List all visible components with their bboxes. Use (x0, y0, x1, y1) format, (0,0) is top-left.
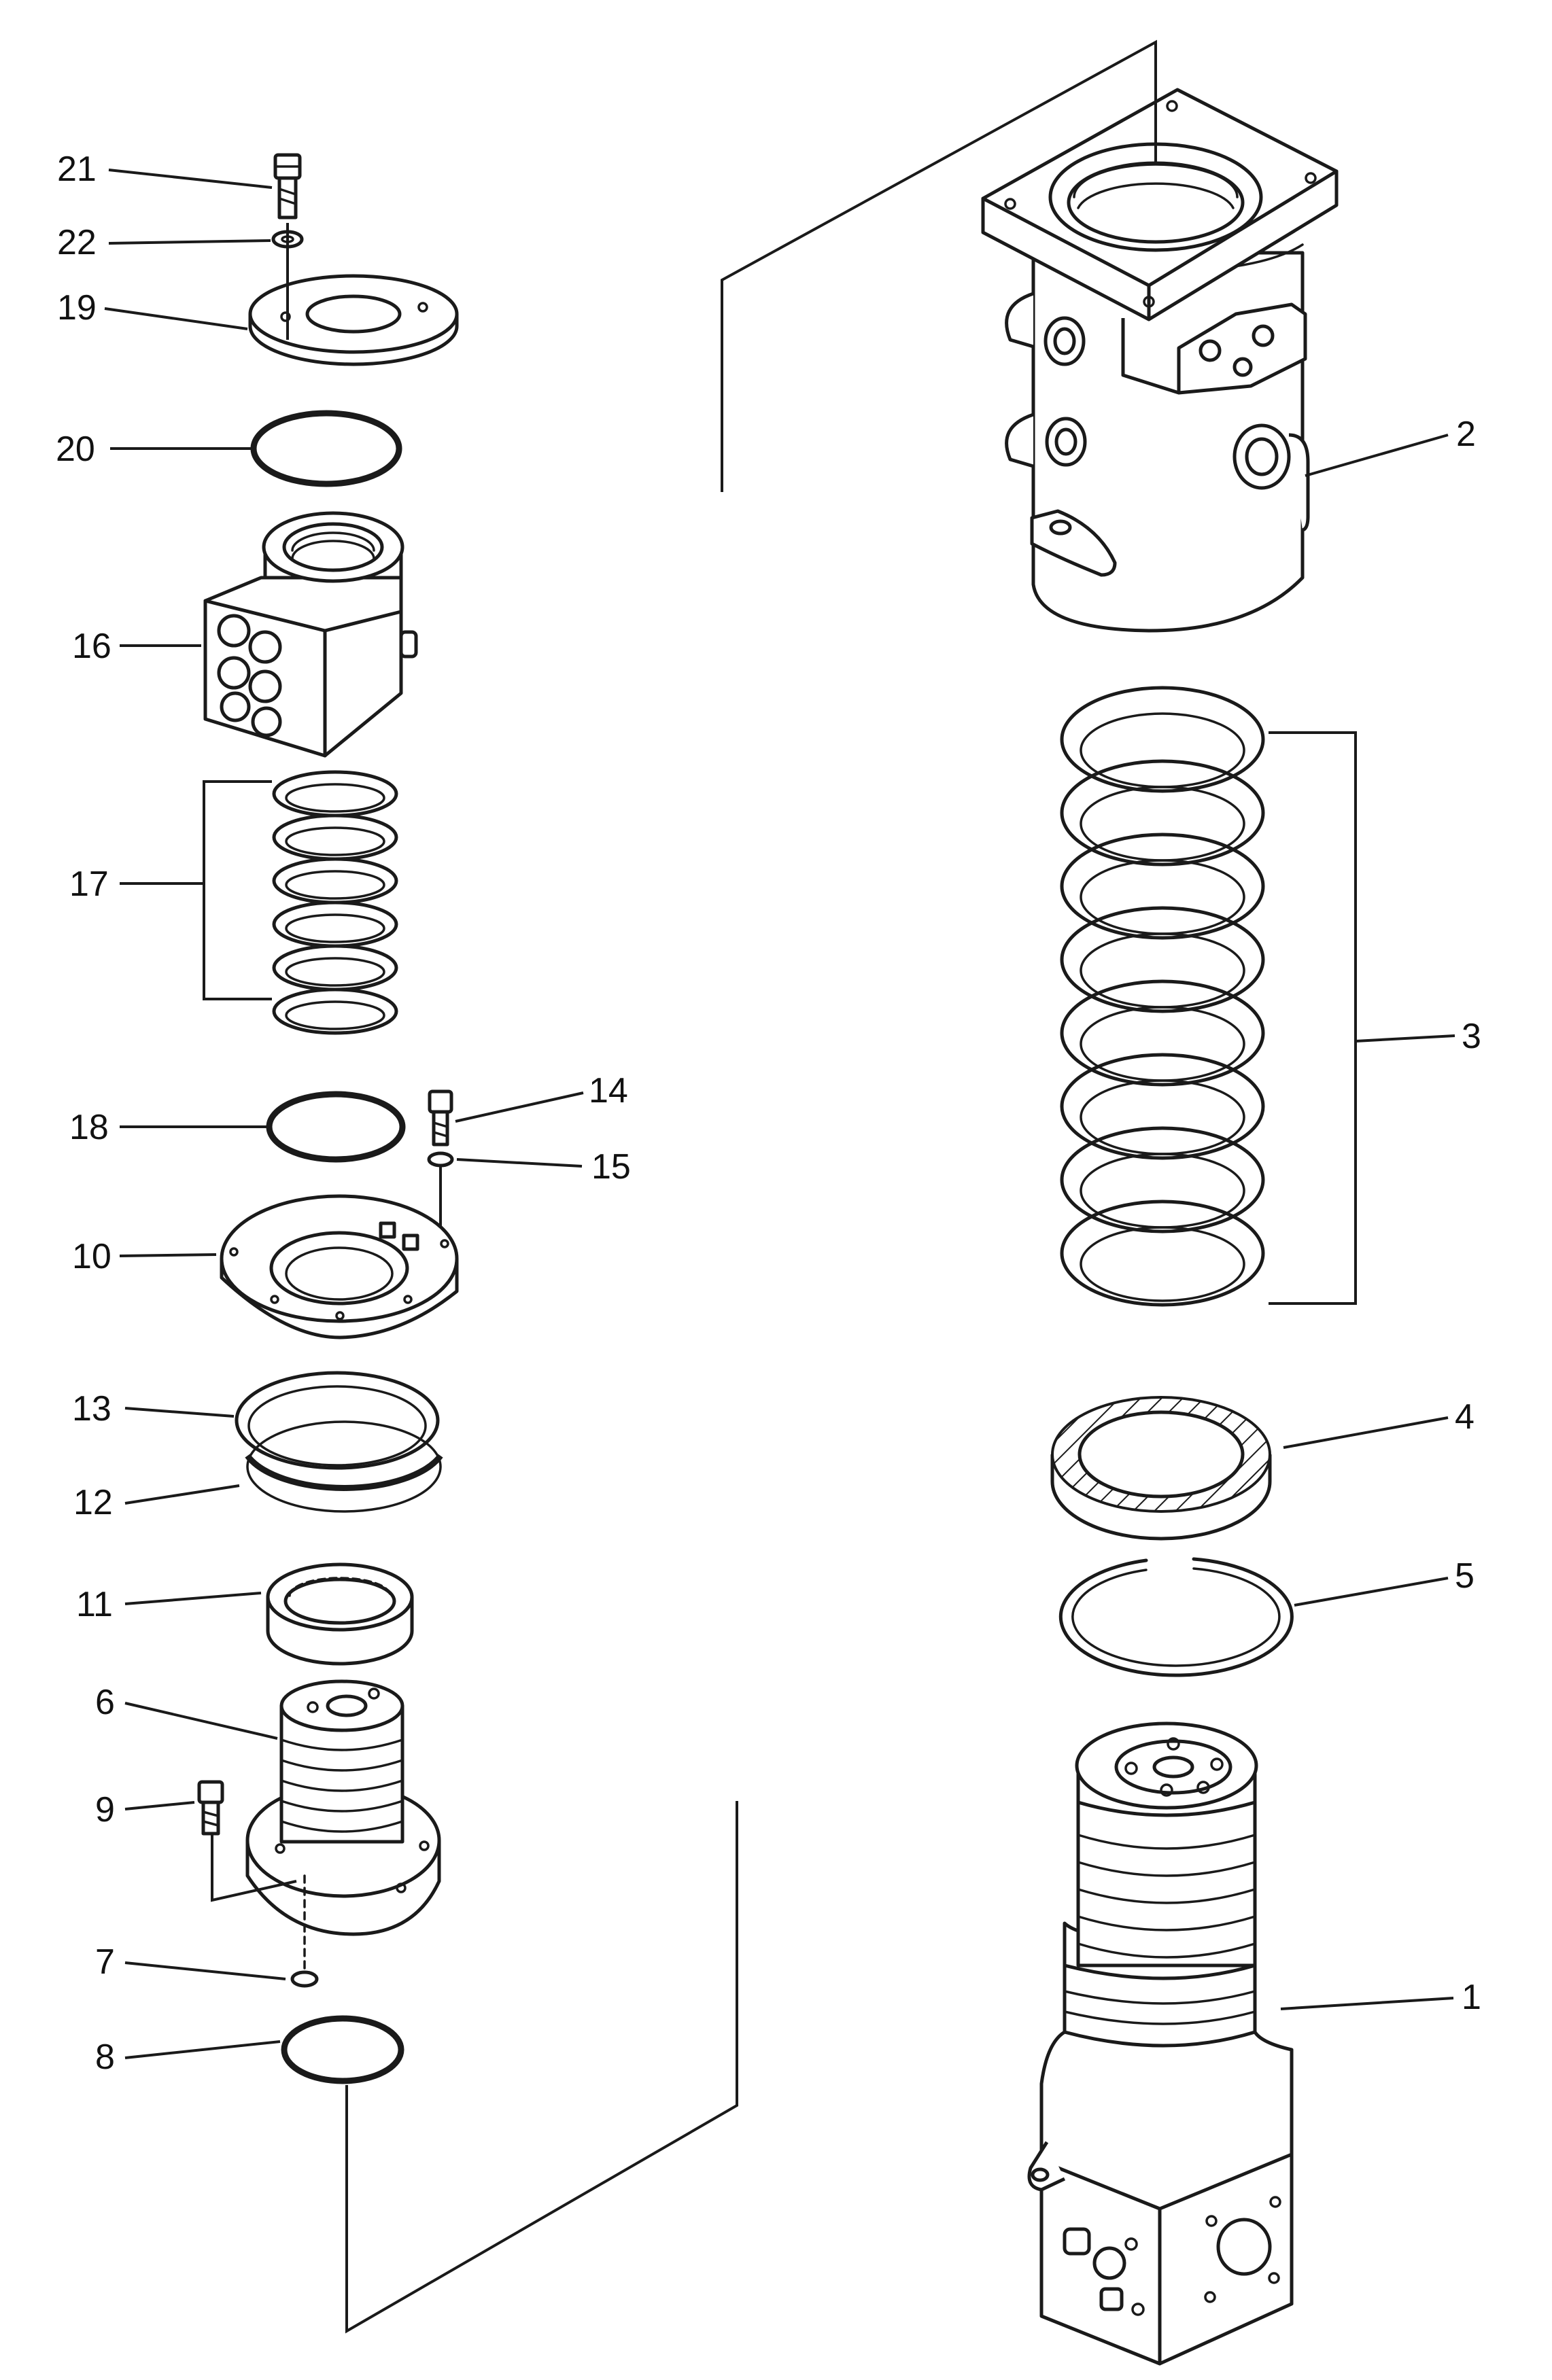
part-16-block (203, 511, 418, 758)
callout-9-number: 9 (95, 1790, 115, 1830)
callout-16: 16 (72, 627, 201, 666)
part-9-bolt (197, 1780, 297, 1902)
part-20-o-ring (250, 410, 402, 487)
part-10-flange-cover (220, 1194, 459, 1340)
part-2-swivel-housing (981, 88, 1339, 633)
part-7-small-o-ring (290, 1970, 319, 1988)
callout-8: 8 (95, 2037, 281, 2077)
callout-17-number: 17 (69, 864, 109, 904)
callout-20: 20 (56, 430, 252, 469)
callout-16-number: 16 (72, 627, 111, 666)
callout-22-number: 22 (57, 223, 97, 262)
callout-21-number: 21 (57, 150, 97, 189)
callout-5-number: 5 (1455, 1556, 1475, 1596)
part-12-ring (245, 1420, 443, 1513)
callout-14-number: 14 (589, 1071, 628, 1110)
part-21-bolt (273, 153, 302, 220)
callout-1-number: 1 (1462, 1978, 1481, 2017)
callout-22: 22 (57, 223, 271, 262)
callout-2: 2 (1305, 415, 1476, 477)
callout-20-number: 20 (56, 430, 95, 469)
callout-8-number: 8 (95, 2037, 115, 2077)
callout-15-number: 15 (591, 1147, 631, 1187)
part-1-rotor (1027, 1721, 1294, 2366)
callout-14: 14 (455, 1071, 628, 1123)
callout-21: 21 (57, 150, 273, 189)
part-18-o-ring (266, 1091, 406, 1163)
part-19-plate (248, 223, 459, 366)
callout-12-number: 12 (73, 1483, 113, 1522)
callout-7-number: 7 (95, 1942, 115, 1982)
part-11-bushing (266, 1562, 414, 1666)
part-6-shaft (245, 1679, 441, 1936)
part-13-ring (235, 1371, 440, 1470)
callout-15: 15 (456, 1147, 631, 1187)
callout-11-number: 11 (76, 1585, 113, 1624)
part-8-o-ring (281, 2015, 404, 2084)
part-3-seal-ring-stack (1060, 686, 1357, 1307)
part-17-seal-stack (203, 770, 398, 1035)
callout-19: 19 (57, 288, 248, 330)
part-14-bolt (428, 1089, 453, 1147)
callout-1: 1 (1280, 1978, 1481, 2017)
callout-9: 9 (95, 1790, 195, 1830)
callout-13: 13 (72, 1389, 235, 1429)
callout-13-number: 13 (72, 1389, 111, 1429)
assembly-guide-lines (345, 39, 1157, 2334)
part-4-bushing (1050, 1396, 1272, 1541)
callout-4-number: 4 (1455, 1397, 1475, 1437)
callout-6-number: 6 (95, 1683, 115, 1722)
callout-2-number: 2 (1456, 415, 1476, 454)
callout-3: 3 (1355, 1017, 1481, 1056)
part-5-snap-ring (1058, 1557, 1294, 1677)
callout-6: 6 (95, 1683, 278, 1740)
callout-4: 4 (1283, 1397, 1475, 1449)
callout-17: 17 (69, 864, 204, 904)
callout-10-number: 10 (72, 1237, 111, 1276)
callout-10: 10 (72, 1237, 217, 1276)
callout-12: 12 (73, 1483, 240, 1522)
callout-7: 7 (95, 1942, 286, 1982)
callout-19-number: 19 (57, 288, 97, 328)
callout-18-number: 18 (69, 1108, 109, 1147)
callout-5: 5 (1294, 1556, 1475, 1607)
callout-18: 18 (69, 1108, 266, 1147)
callout-11: 11 (76, 1585, 262, 1624)
callout-3-number: 3 (1462, 1017, 1481, 1056)
